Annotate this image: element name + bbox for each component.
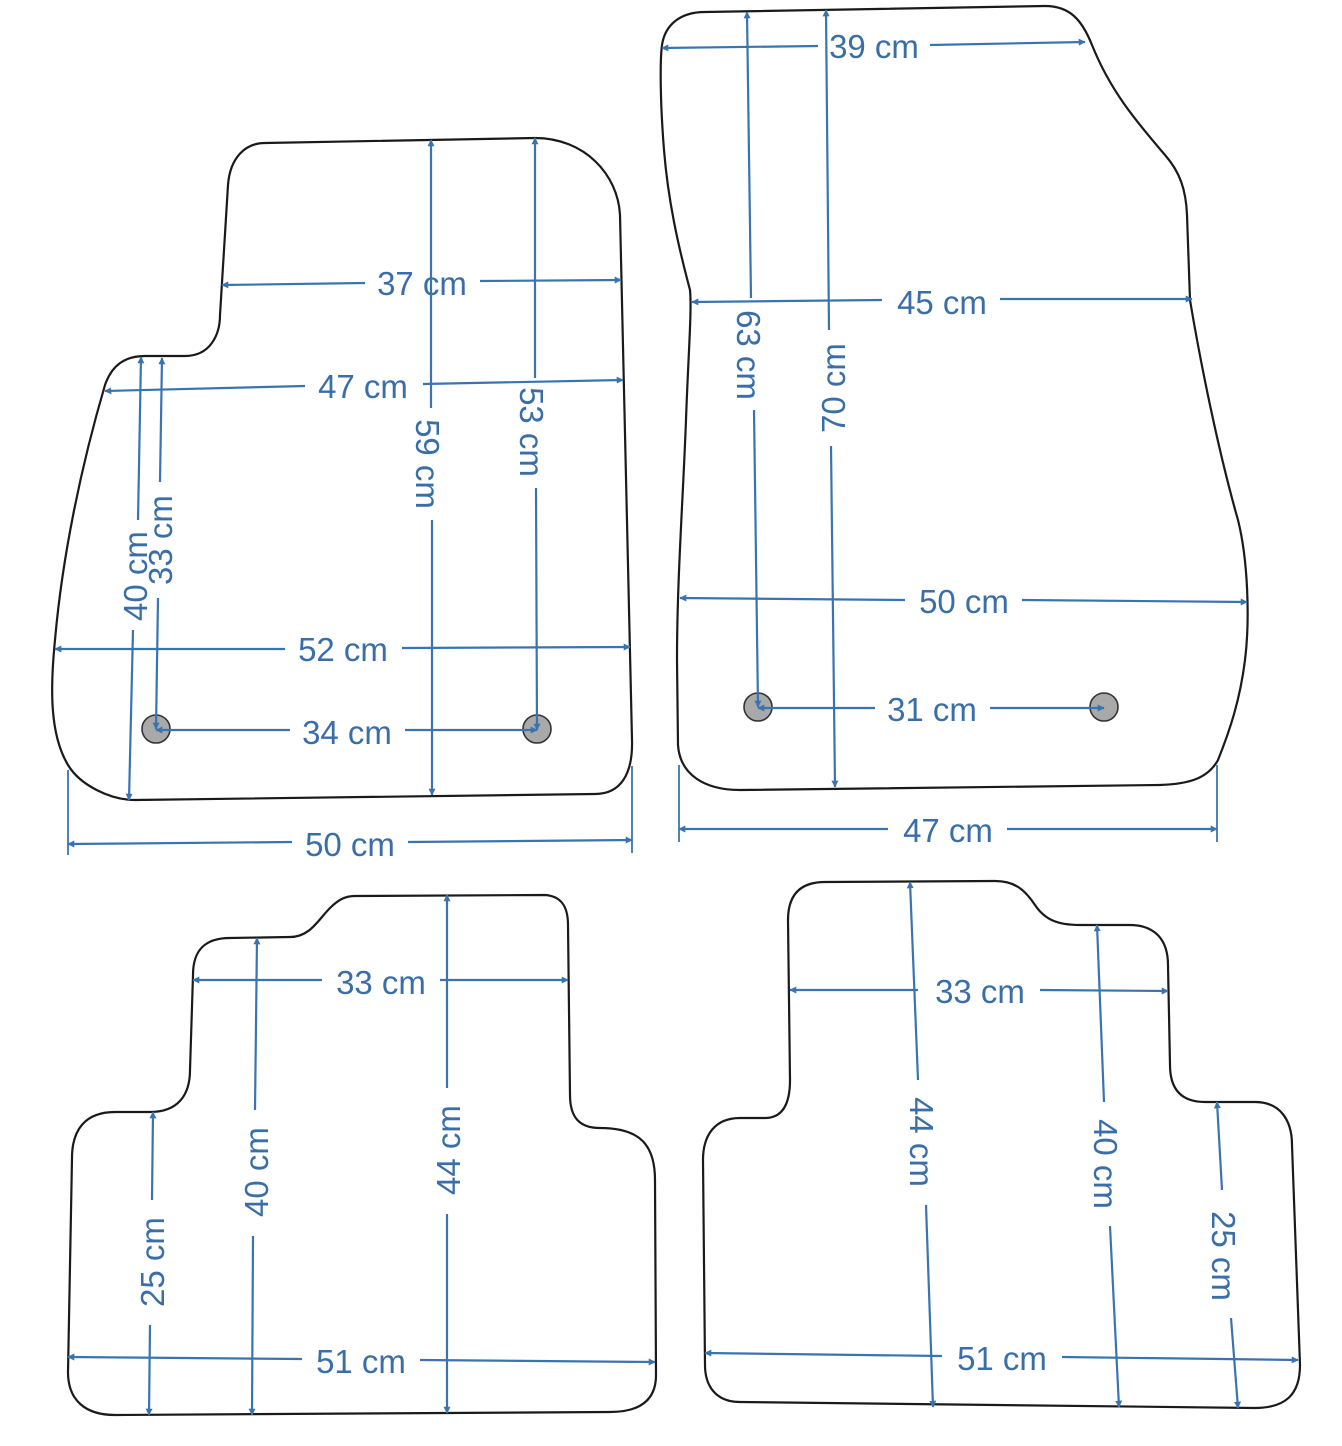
dim-label-length-33: 33 cm xyxy=(142,495,179,585)
dim-label-length-40: 40 cm xyxy=(117,531,154,621)
dim-line xyxy=(1039,987,1169,995)
dim-line xyxy=(422,376,624,386)
dim-line xyxy=(221,281,366,289)
dim-label-length-44: 44 cm xyxy=(430,1105,467,1195)
dim-line xyxy=(1021,598,1248,606)
rear-left-mat-outline xyxy=(66,893,658,1417)
rear-right-mat: 33 cm 51 cm 44 cm 40 cm 25 cm xyxy=(701,879,1302,1410)
rear-right-mat-outline xyxy=(701,879,1302,1410)
dim-line xyxy=(924,1204,937,1408)
front-left-mat: 37 cm 47 cm 52 cm 34 cm 50 cm 59 cm 53 c… xyxy=(51,136,634,863)
dim-line xyxy=(248,1235,256,1416)
dim-label-width-47: 47 cm xyxy=(318,368,408,405)
dim-line xyxy=(253,937,261,1111)
dim-label-length-59: 59 cm xyxy=(409,419,446,509)
dim-label-holes-34: 34 cm xyxy=(302,714,392,751)
dim-line xyxy=(1061,1355,1299,1364)
dim-line xyxy=(704,1349,943,1358)
dim-line xyxy=(1108,1225,1123,1408)
dim-line xyxy=(1093,924,1106,1103)
dim-label-width-45: 45 cm xyxy=(897,284,987,321)
front-right-mat-outline xyxy=(659,4,1249,792)
dim-label-length-40: 40 cm xyxy=(1087,1119,1124,1209)
dim-label-length-63: 63 cm xyxy=(730,310,767,400)
dim-line xyxy=(829,445,839,788)
dim-line xyxy=(479,276,622,284)
dim-line xyxy=(419,1358,656,1366)
dim-label-length-40: 40 cm xyxy=(238,1127,275,1217)
dim-line xyxy=(822,9,831,331)
dim-line xyxy=(158,357,166,483)
dim-label-width-47: 47 cm xyxy=(903,812,993,849)
dim-line xyxy=(145,1324,153,1416)
dim-line xyxy=(679,594,906,602)
front-right-mat: 39 cm 45 cm 50 cm 31 cm 47 cm 63 cm 70 c… xyxy=(659,4,1249,849)
front-left-mat-outline xyxy=(51,136,634,802)
dim-line xyxy=(743,11,753,299)
dim-label-width-51: 51 cm xyxy=(957,1340,1047,1377)
dim-line xyxy=(104,384,306,395)
dim-line xyxy=(1229,1317,1242,1409)
dim-line xyxy=(401,643,631,651)
dim-line xyxy=(152,597,160,730)
dim-label-holes-31: 31 cm xyxy=(887,691,977,728)
dim-label-width-50: 50 cm xyxy=(919,583,1009,620)
dim-line xyxy=(533,487,541,731)
dim-label-width-50: 50 cm xyxy=(305,826,395,863)
dim-line xyxy=(1213,1101,1224,1191)
dim-label-width-39: 39 cm xyxy=(829,28,919,65)
dim-line xyxy=(149,1111,157,1201)
dim-label-length-25: 25 cm xyxy=(1205,1211,1242,1301)
dim-line xyxy=(136,356,145,521)
dim-line xyxy=(661,44,819,52)
dim-label-width-33: 33 cm xyxy=(935,973,1025,1010)
dim-line xyxy=(67,1353,303,1361)
dim-label-width-52: 52 cm xyxy=(298,631,388,668)
rear-left-mat: 33 cm 51 cm 25 cm 40 cm 44 cm xyxy=(66,893,658,1417)
dim-label-width-33: 33 cm xyxy=(336,964,426,1001)
dim-label-width-51: 51 cm xyxy=(316,1343,406,1380)
dim-label-length-53: 53 cm xyxy=(513,387,550,477)
dim-label-length-70: 70 cm xyxy=(815,343,852,433)
dim-line xyxy=(125,629,135,801)
dim-line xyxy=(906,881,920,1081)
dim-label-length-44: 44 cm xyxy=(903,1097,940,1187)
dim-line xyxy=(691,298,883,306)
dim-line xyxy=(752,409,762,708)
dim-line xyxy=(407,836,633,844)
dim-line xyxy=(929,38,1086,47)
dim-line xyxy=(67,840,293,848)
dim-label-length-25: 25 cm xyxy=(134,1217,171,1307)
dim-label-width-37: 37 cm xyxy=(377,265,467,302)
